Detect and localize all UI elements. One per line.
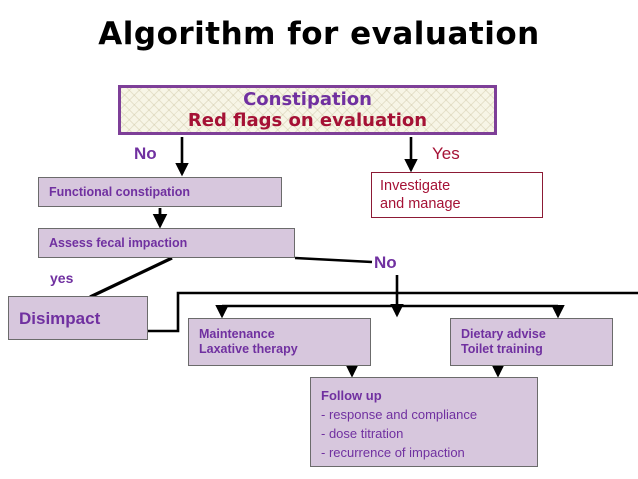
disimpact-label: Disimpact	[19, 308, 101, 328]
node-constipation[interactable]: Constipation Red flags on evaluation	[118, 85, 497, 135]
functional-label: Functional constipation	[49, 184, 190, 199]
followup-item-0: - response and compliance	[321, 407, 478, 422]
constipation-title: Constipation	[243, 89, 372, 110]
edge-assess-to-no	[294, 256, 373, 264]
node-investigate-and-manage[interactable]: Investigate and manage	[371, 172, 543, 218]
dietary-line1: Dietary advise	[461, 327, 546, 341]
edge-label-no-mid: No	[374, 253, 397, 272]
node-maintenance-laxative-therapy[interactable]: Maintenance Laxative therapy	[188, 318, 371, 366]
edge-assess-to-disimpact	[89, 256, 173, 299]
edge-label-yes-left: yes	[50, 270, 74, 286]
maintenance-line2: Laxative therapy	[199, 342, 298, 356]
followup-item-1: - dose titration	[321, 426, 404, 441]
node-assess-fecal-impaction[interactable]: Assess fecal impaction	[38, 228, 295, 258]
assess-label: Assess fecal impaction	[49, 235, 188, 250]
edge-label-no-top: No	[134, 144, 157, 163]
investigate-line2: and manage	[380, 196, 461, 212]
dietary-line2: Toilet training	[461, 342, 543, 356]
node-dietary-advise-toilet-training[interactable]: Dietary advise Toilet training	[450, 318, 613, 366]
edge-label-yes-top: Yes	[432, 144, 460, 163]
node-disimpact[interactable]: Disimpact	[8, 296, 148, 340]
node-functional-constipation[interactable]: Functional constipation	[38, 177, 282, 207]
followup-heading: Follow up	[321, 388, 382, 403]
followup-item-2: - recurrence of impaction	[321, 445, 465, 460]
investigate-line1: Investigate	[380, 178, 451, 194]
maintenance-line1: Maintenance	[199, 327, 275, 341]
page-title: Algorithm for evaluation	[98, 16, 540, 52]
node-follow-up[interactable]: Follow up - response and compliance - do…	[310, 377, 538, 467]
constipation-redflags: Red flags on evaluation	[187, 110, 428, 131]
